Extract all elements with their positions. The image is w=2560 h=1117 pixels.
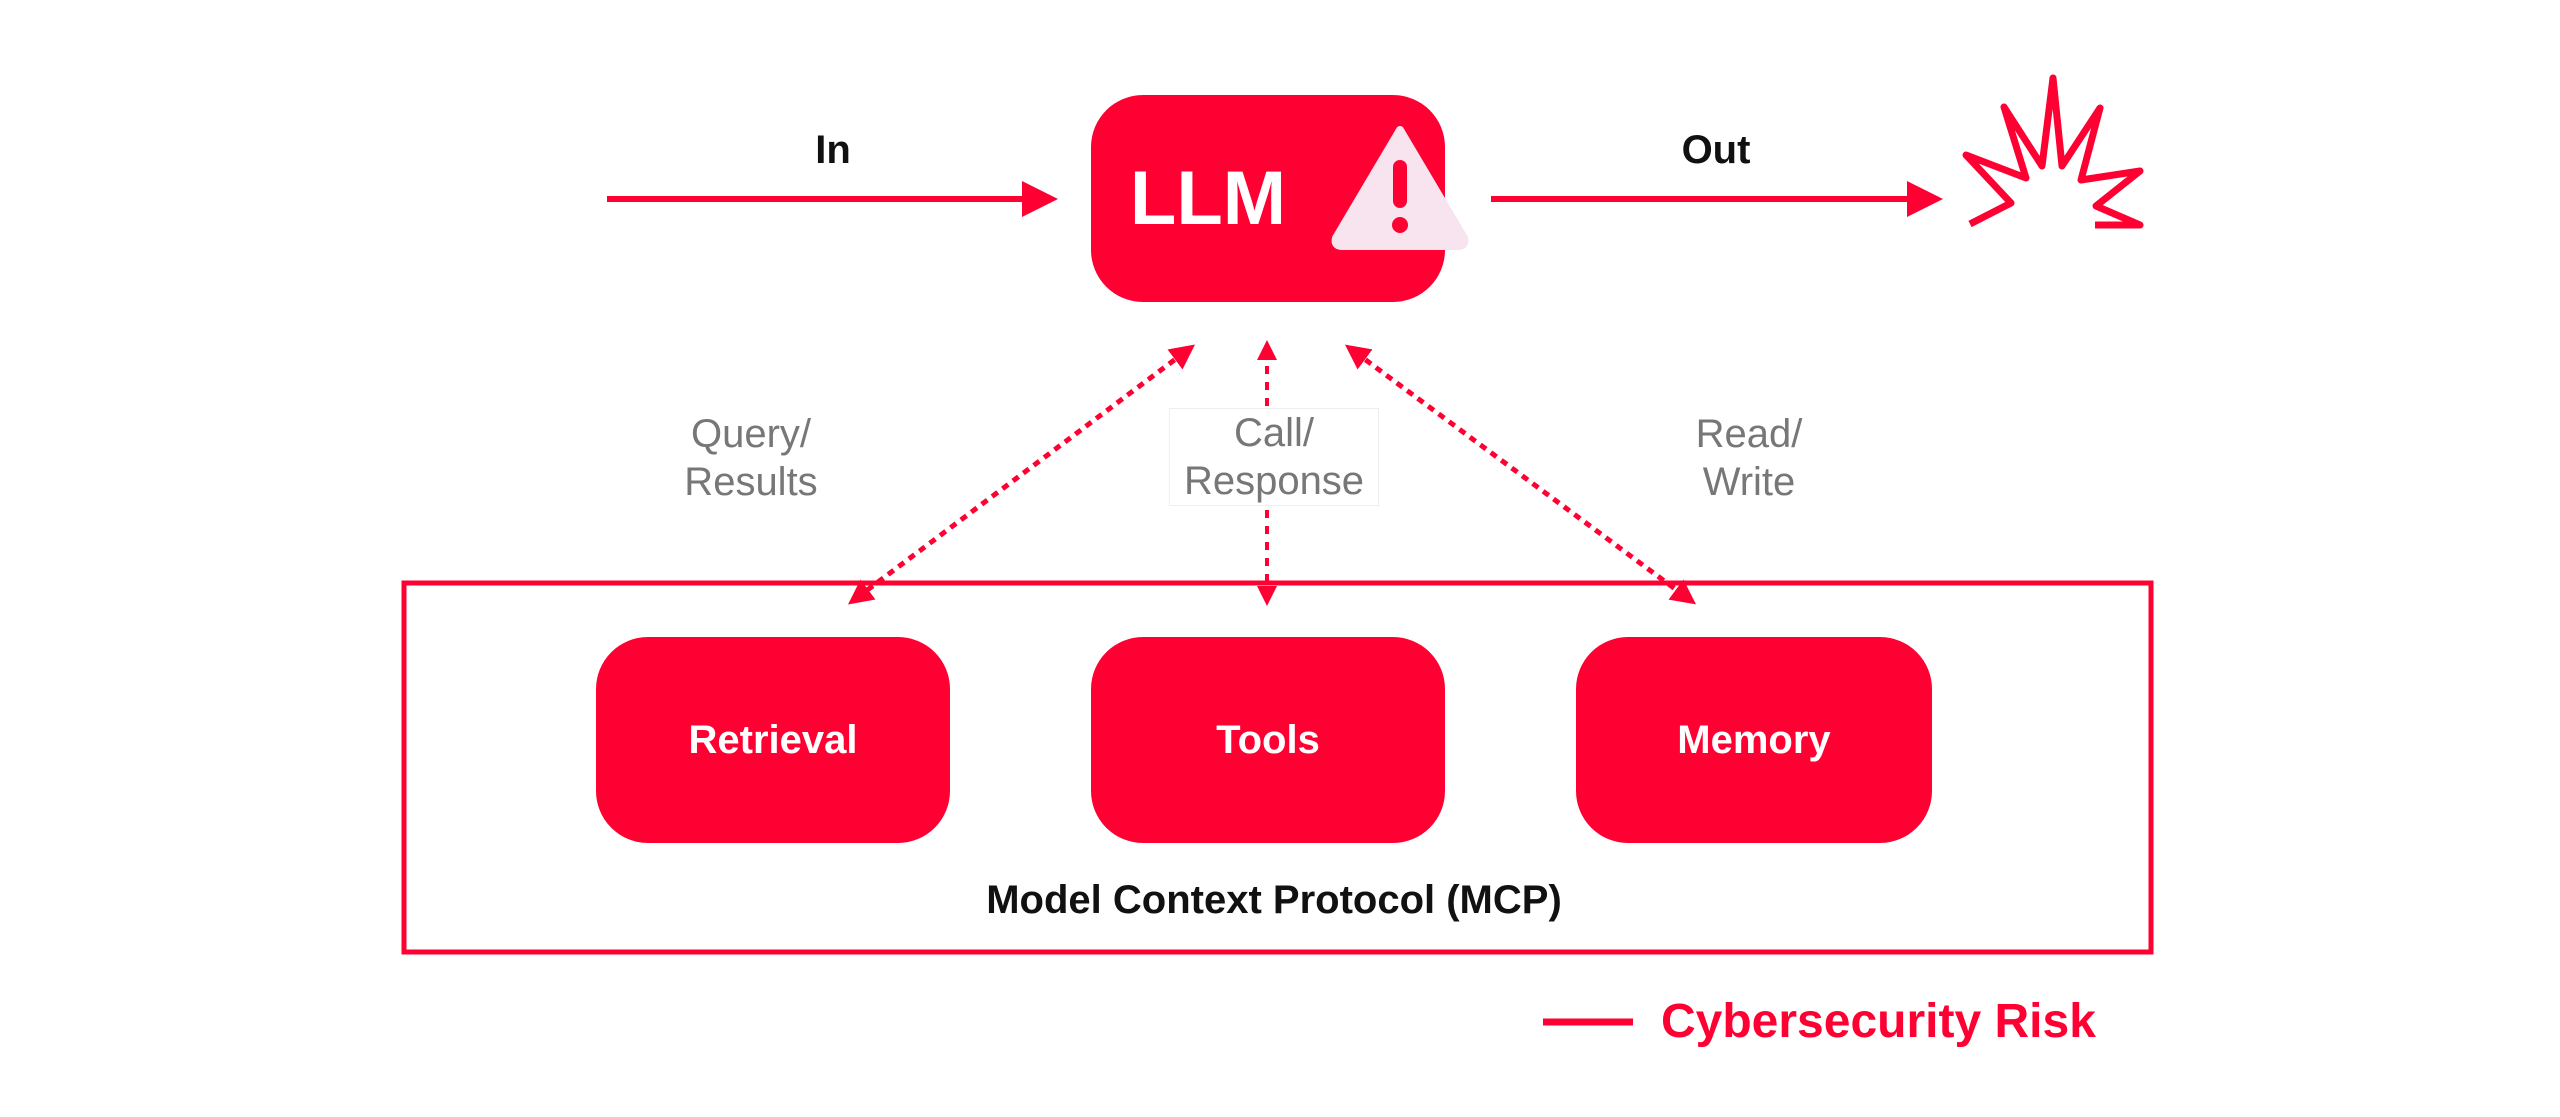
- input-label: In: [815, 128, 851, 172]
- tools-node[interactable]: Tools: [1091, 637, 1445, 843]
- legend-label: Cybersecurity Risk: [1661, 995, 2096, 1048]
- memory-node[interactable]: Memory: [1576, 637, 1932, 843]
- connector-retrieval: [847, 344, 1196, 605]
- retrieval-node[interactable]: Retrieval: [596, 637, 950, 843]
- query-results-label: Query/ Results: [684, 412, 818, 504]
- output-label: Out: [1681, 128, 1751, 172]
- call-response-label: Call/ Response: [1168, 408, 1380, 506]
- mcp-container: [401, 580, 2154, 955]
- read-write-label: Read/ Write: [1695, 412, 1803, 504]
- llm-label: LLM: [1129, 156, 1287, 241]
- connector-memory: [1344, 344, 1697, 605]
- warning-triangle-icon: [1331, 126, 1469, 250]
- mcp-label: Model Context Protocol (MCP): [986, 878, 1562, 922]
- explosion-icon: [1962, 74, 2144, 229]
